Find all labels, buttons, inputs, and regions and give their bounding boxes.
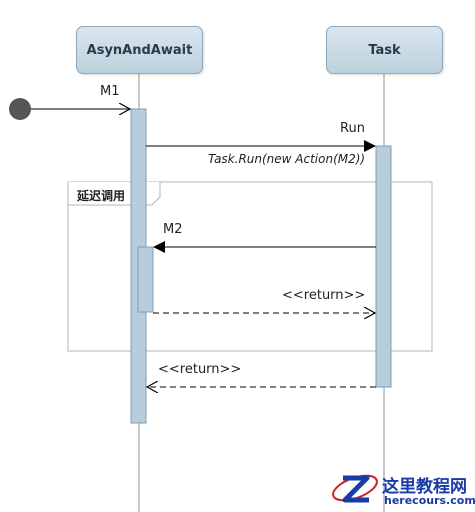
message-run-label: Run: [340, 121, 365, 136]
message-m2-label: M2: [163, 222, 183, 237]
fragment-frame: [67, 181, 433, 352]
activation-bar-nested: [137, 246, 154, 313]
message-m1-label: M1: [100, 84, 120, 99]
watermark-url: herecours.com: [384, 494, 475, 507]
lifeline-head-asynandawait: AsynAndAwait: [76, 26, 203, 74]
message-return-outer-label: <<return>>: [158, 362, 242, 377]
lifeline-head-task: Task: [326, 26, 443, 74]
fragment-label: 延迟调用: [77, 189, 126, 203]
watermark-logo-icon: [332, 474, 378, 503]
lifeline-label-task: Task: [368, 42, 401, 58]
message-run-detail: Task.Run(new Action(M2)): [208, 152, 366, 166]
initial-node: [9, 98, 31, 120]
activation-bar-task: [375, 145, 392, 388]
message-return-inner-label: <<return>>: [282, 288, 366, 303]
lifeline-label-asynandawait: AsynAndAwait: [86, 42, 193, 58]
watermark-title: 这里教程网: [382, 477, 467, 497]
